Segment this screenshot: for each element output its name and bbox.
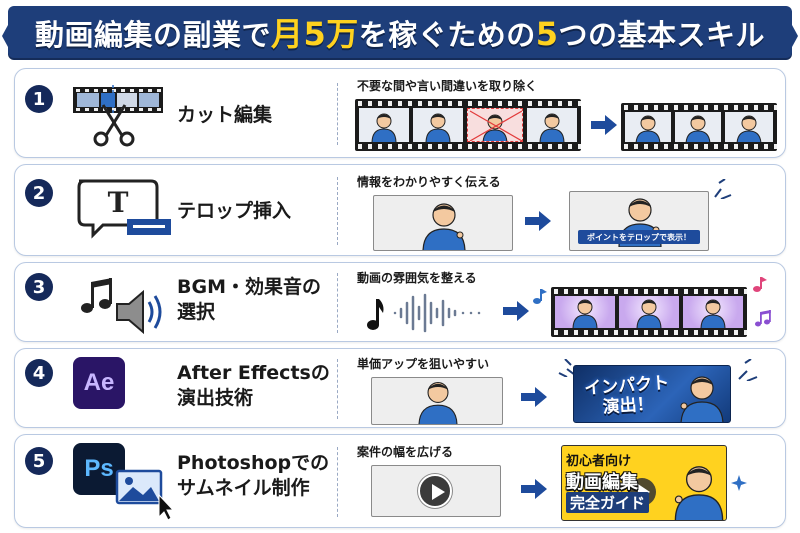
scissors-film-icon — [73, 81, 173, 151]
row-divider — [337, 83, 338, 145]
sparkle-lines-icon — [738, 359, 758, 381]
app-abbr: Ae — [83, 369, 115, 396]
banner-edge-left — [2, 14, 14, 58]
music-note-icon — [755, 310, 771, 327]
skill-row-5: 5 Ps Photoshopでのサムネイル制作 案件の幅を広げる 初心者向け 動… — [14, 434, 786, 528]
title-part3: つの基本スキル — [558, 18, 766, 52]
video-frame-before — [371, 465, 501, 517]
title-banner: 動画編集の副業で月5万を稼ぐための5つの基本スキル — [2, 6, 798, 58]
skill-caption: 不要な間や言い間違いを取り除く — [357, 79, 538, 93]
page-title: 動画編集の副業で月5万を稼ぐための5つの基本スキル — [35, 9, 765, 55]
video-frame-before — [371, 377, 503, 425]
film-strip-after — [621, 103, 777, 151]
impact-thumbnail: インパクト演出！ — [573, 365, 731, 423]
skill-label: カット編集 — [177, 104, 273, 126]
svg-text:T: T — [108, 186, 129, 219]
skill-label: テロップ挿入 — [177, 200, 292, 222]
skill-label: Photoshopでのサムネイル制作 — [177, 452, 330, 499]
title-highlight-count: 5 — [535, 15, 559, 53]
row-divider — [337, 447, 338, 517]
skill-label: BGM・効果音の選択 — [177, 276, 321, 323]
row-divider — [337, 359, 338, 419]
title-part2: を稼ぐための — [358, 18, 536, 52]
skill-caption: 案件の幅を広げる — [357, 445, 454, 459]
app-abbr: Ps — [84, 455, 114, 482]
image-cursor-icon — [115, 469, 175, 521]
arrow-right-icon — [591, 115, 617, 135]
video-frame-before — [373, 195, 513, 251]
play-button-icon — [418, 474, 452, 508]
row-divider — [337, 177, 338, 245]
photoshop-icon: Ps — [73, 443, 125, 495]
skill-number: 1 — [25, 85, 53, 113]
skill-label: After Effectsの演出技術 — [177, 362, 330, 409]
skill-number: 5 — [25, 447, 53, 475]
skill-row-2: 2 T テロップ挿入 情報をわかりやすく伝える ポイントをテロップで表示！ — [14, 164, 786, 256]
waveform-icon — [367, 293, 481, 333]
skill-row-3: 3 BGM・効果音の選択 動画の雰囲気を整える — [14, 262, 786, 342]
text-caption-icon: T — [73, 175, 173, 245]
skill-number: 4 — [25, 359, 53, 387]
thumbnail-line2: 動画編集 — [566, 472, 638, 493]
video-frame-after: ポイントをテロップで表示！ — [569, 191, 709, 251]
subtitle-bar: ポイントをテロップで表示！ — [578, 230, 700, 244]
music-speaker-icon — [73, 268, 173, 338]
skill-row-1: 1 カット編集 不要な間や言い間違いを取り除く — [14, 68, 786, 158]
music-note-icon — [753, 277, 767, 292]
arrow-right-icon — [525, 211, 551, 231]
arrow-right-icon — [521, 387, 547, 407]
arrow-right-icon — [521, 479, 547, 499]
impact-text: インパクト演出！ — [583, 373, 670, 419]
skill-number: 2 — [25, 179, 53, 207]
banner-edge-right — [786, 14, 798, 58]
skill-caption: 動画の雰囲気を整える — [357, 271, 477, 285]
after-effects-icon: Ae — [73, 357, 125, 409]
film-strip-bgm — [551, 287, 747, 337]
film-strip-before — [355, 99, 581, 151]
skill-row-4: 4 Ae After Effectsの演出技術 単価アップを狙いやすい インパク… — [14, 348, 786, 428]
title-highlight-amount: 月5万 — [270, 15, 359, 53]
row-divider — [337, 273, 338, 333]
thumbnail-sample: 初心者向け 動画編集 完全ガイド — [561, 445, 727, 521]
thumbnail-line3: 完全ガイド — [566, 492, 650, 513]
skill-number: 3 — [25, 273, 53, 301]
thumbnail-line1: 初心者向け — [566, 454, 632, 469]
music-note-icon — [533, 289, 547, 304]
title-part1: 動画編集の副業で — [34, 18, 271, 52]
arrow-right-icon — [503, 301, 529, 321]
skill-caption: 情報をわかりやすく伝える — [357, 175, 501, 189]
sparkle-lines-icon — [714, 179, 732, 199]
sparkle-star-icon — [731, 475, 747, 491]
skill-caption: 単価アップを狙いやすい — [357, 357, 490, 371]
